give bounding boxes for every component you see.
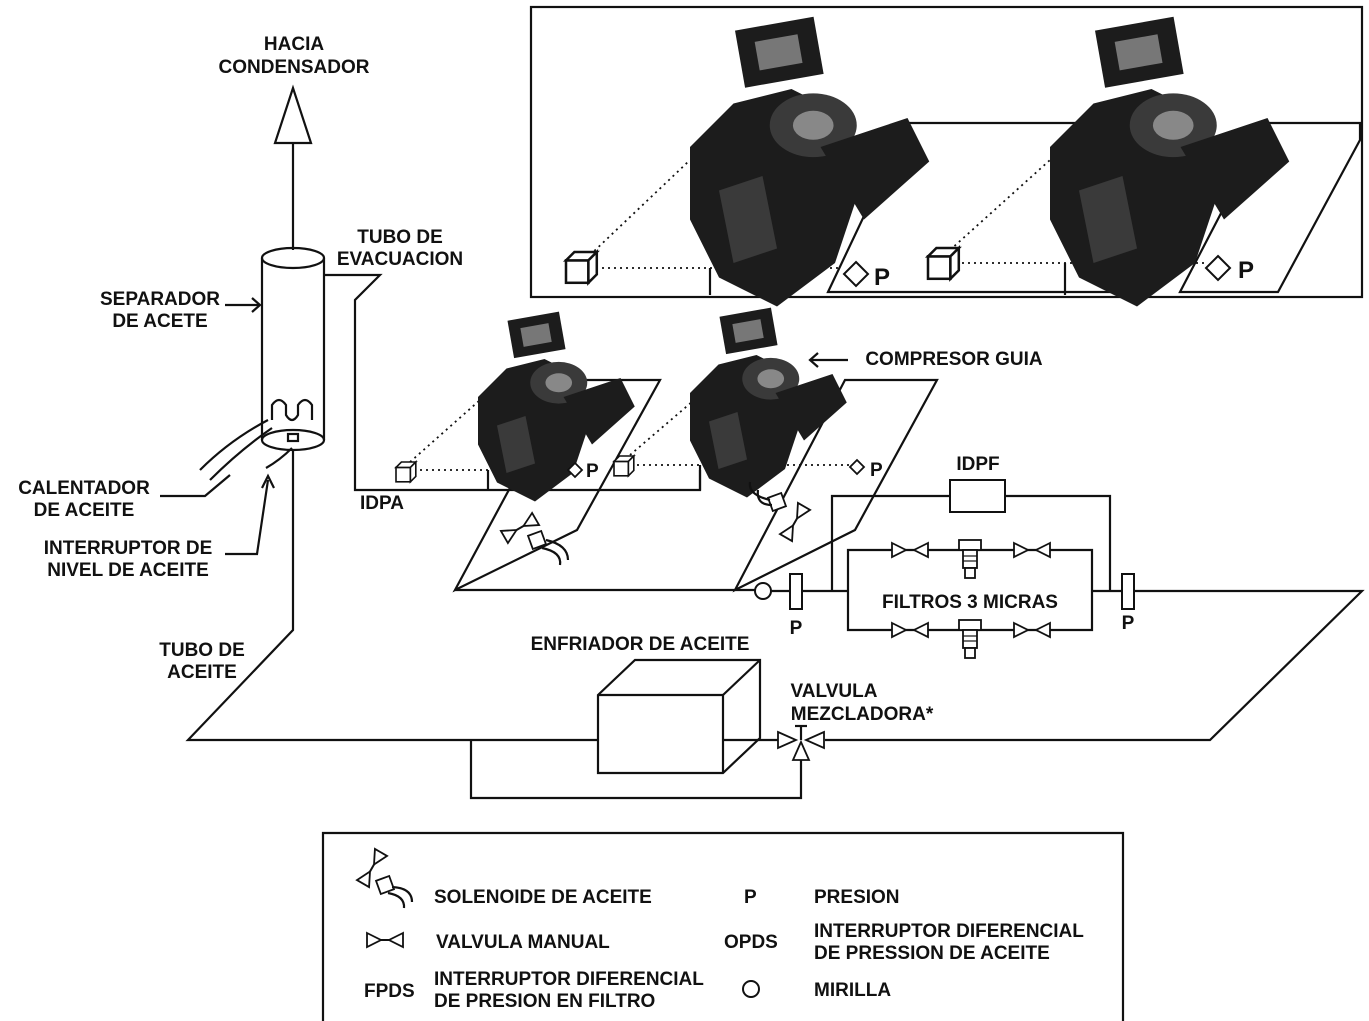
enfriador-label: ENFRIADOR DE ACEITE (531, 634, 750, 655)
valvula-mezcladora-line1: VALVULA (791, 681, 878, 702)
calentador-line1: CALENTADOR (18, 478, 150, 499)
idpf-label: IDPF (956, 454, 999, 475)
valvula-mezcladora-line2: MEZCLADORA* (791, 704, 934, 725)
interruptor-nivel-line1: INTERRUPTOR DE (44, 538, 213, 559)
legend-p: P (744, 887, 757, 908)
compressor-1-p-label: P (586, 461, 599, 482)
pressure-tap-left (790, 574, 802, 609)
sight-glass (755, 583, 771, 599)
inset-p-label-right: P (1238, 257, 1254, 284)
legend-opds: OPDS (724, 932, 778, 953)
legend-fpds: FPDS (364, 981, 415, 1002)
legend-mirilla: MIRILLA (814, 980, 891, 1001)
oil-cooler (598, 660, 760, 773)
tubo-aceite-line1: TUBO DE (159, 640, 245, 661)
legend-presion: PRESION (814, 887, 900, 908)
tubo-aceite-line2: ACEITE (167, 662, 237, 683)
compressor-1: P (396, 312, 660, 590)
legend-valvula-manual: VALVULA MANUAL (436, 932, 610, 953)
pressure-tap-right (1122, 574, 1134, 609)
separador-line2: DE ACETE (112, 311, 207, 332)
compressor-2-p-label: P (870, 460, 883, 481)
idpf-switch (950, 480, 1005, 512)
legend-sight-glass-icon (743, 981, 759, 997)
legend-fpds-desc-1: INTERRUPTOR DIFERENCIAL (434, 969, 704, 990)
hacia-condensador-line1: HACIA (264, 34, 324, 55)
p-label-left: P (790, 618, 803, 639)
compresor-guia-label: COMPRESOR GUIA (865, 349, 1043, 370)
idpa-label: IDPA (360, 493, 404, 514)
filtros-label: FILTROS 3 MICRAS (882, 592, 1058, 613)
legend-solenoide: SOLENOIDE DE ACEITE (434, 887, 652, 908)
inset-compressor-right: P (928, 17, 1360, 307)
legend-fpds-desc-2: DE PRESION EN FILTRO (434, 991, 655, 1012)
tubo-evacuacion-line2: EVACUACION (337, 249, 463, 270)
interruptor-nivel-line2: NIVEL DE ACEITE (47, 560, 209, 581)
heater-coil (272, 400, 312, 420)
p-label-right: P (1122, 613, 1135, 634)
legend-opds-desc-1: INTERRUPTOR DIFERENCIAL (814, 921, 1084, 942)
separador-line1: SEPARADOR (100, 289, 220, 310)
mixing-valve (778, 726, 824, 760)
calentador-line2: DE ACEITE (34, 500, 135, 521)
hacia-condensador-line2: CONDENSADOR (219, 57, 370, 78)
inset-p-label-left: P (874, 264, 890, 291)
oil-separator (262, 88, 324, 450)
legend-opds-desc-2: DE PRESSION DE ACEITE (814, 943, 1050, 964)
tubo-evacuacion-line1: TUBO DE (357, 227, 443, 248)
legend: SOLENOIDE DE ACEITE VALVULA MANUAL FPDS … (323, 833, 1123, 1021)
